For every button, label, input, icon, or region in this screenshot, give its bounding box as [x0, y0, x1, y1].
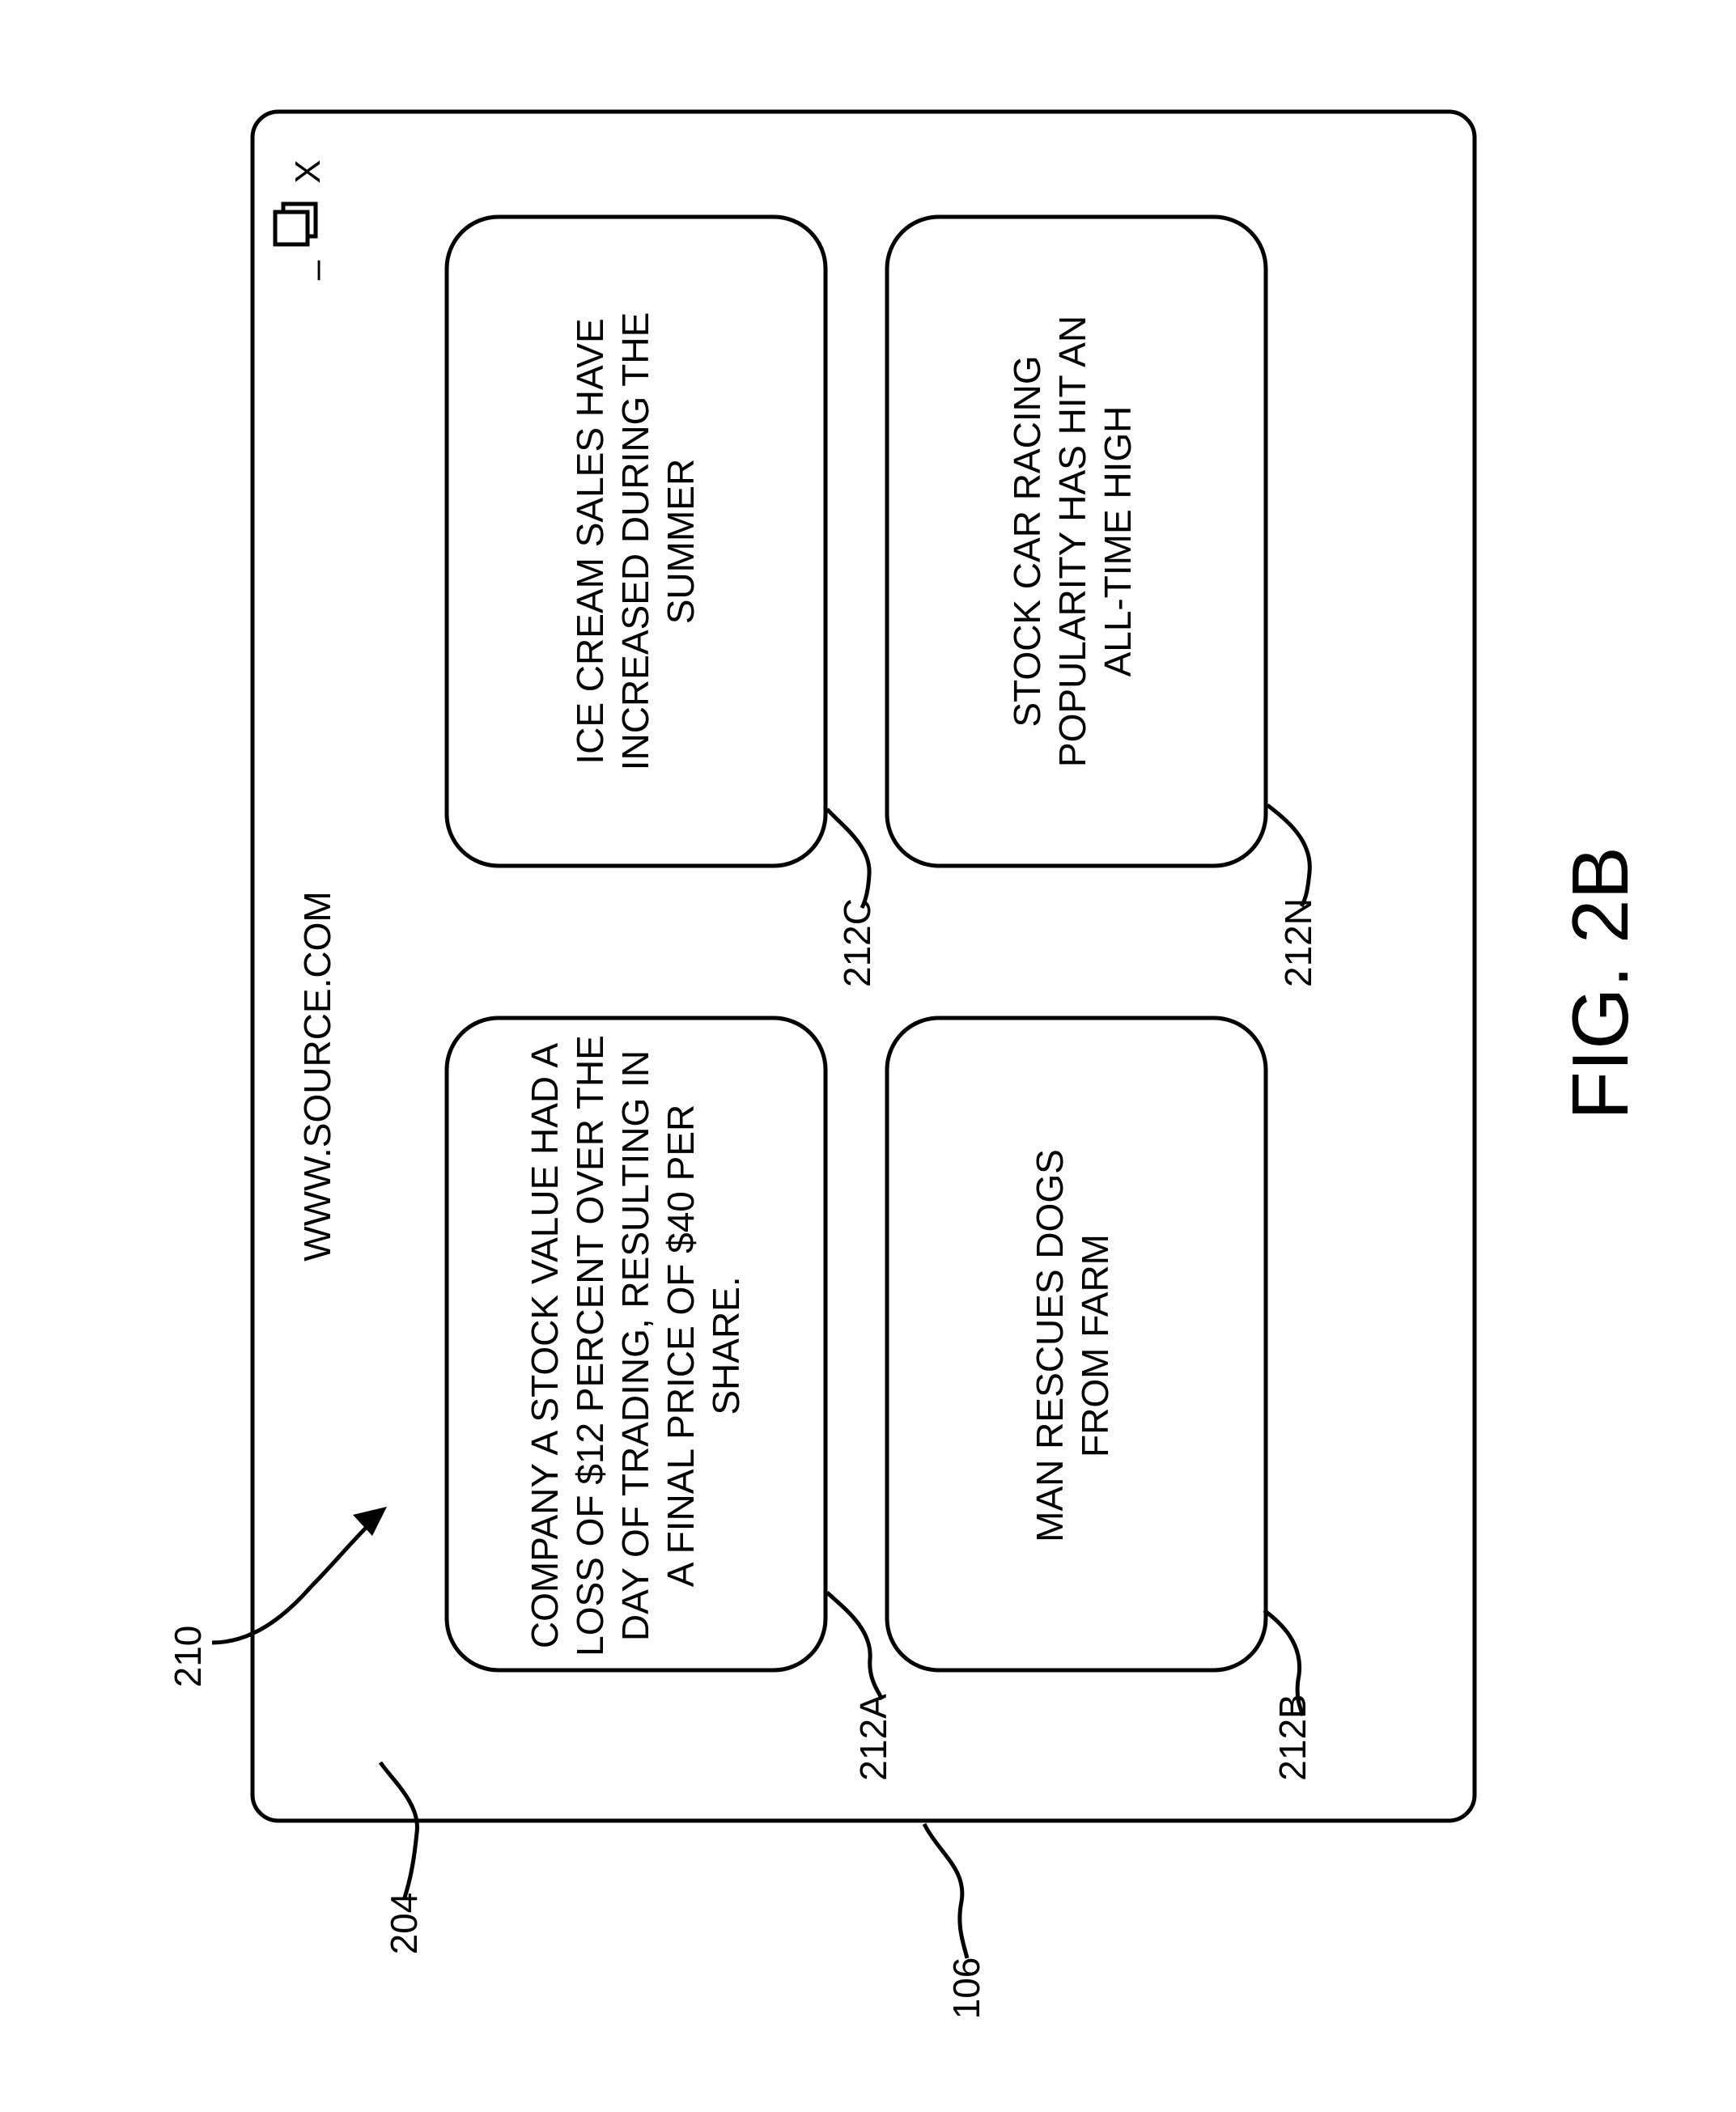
card-212N-text: STOCK CAR RACING POPULARITY HAS HIT AN A…: [882, 222, 1263, 861]
card-212C-label: ICE CREAM SALES HAVE INCREASED DURING TH…: [567, 282, 703, 800]
card-212A-text: COMPANY A STOCK VALUE HAD A LOSS OF $12 …: [445, 1026, 826, 1665]
ref-212C: 212C: [838, 886, 878, 999]
leader-106: [924, 1824, 967, 1958]
arrowhead-210: [353, 1507, 387, 1536]
close-icon[interactable]: X: [288, 154, 324, 189]
card-212A-label: COMPANY A STOCK VALUE HAD A LOSS OF $12 …: [522, 1034, 749, 1657]
ref-210: 210: [168, 1612, 209, 1701]
ref-212N: 212N: [1279, 886, 1319, 999]
card-212B-label: MAN RESCUES DOGS FROM FARM: [1027, 1119, 1118, 1572]
ref-204: 204: [384, 1879, 425, 1968]
restore-icon-back: [275, 212, 308, 244]
leader-210: [212, 1521, 372, 1643]
minimize-icon[interactable]: –: [296, 252, 332, 288]
ref-212A: 212A: [854, 1681, 894, 1794]
card-212N-label: STOCK CAR RACING POPULARITY HAS HIT AN A…: [1004, 282, 1140, 800]
card-212C-text: ICE CREAM SALES HAVE INCREASED DURING TH…: [445, 222, 826, 861]
ref-106: 106: [947, 1944, 987, 2033]
leader-204: [380, 1762, 417, 1898]
window-controls[interactable]: [275, 204, 316, 244]
ref-212B: 212B: [1273, 1681, 1314, 1794]
card-212B-text: MAN RESCUES DOGS FROM FARM: [882, 1026, 1263, 1665]
page-url: WWW.SOURCE.COM: [298, 874, 346, 1279]
figure-label: FIG. 2B: [1558, 821, 1647, 1145]
